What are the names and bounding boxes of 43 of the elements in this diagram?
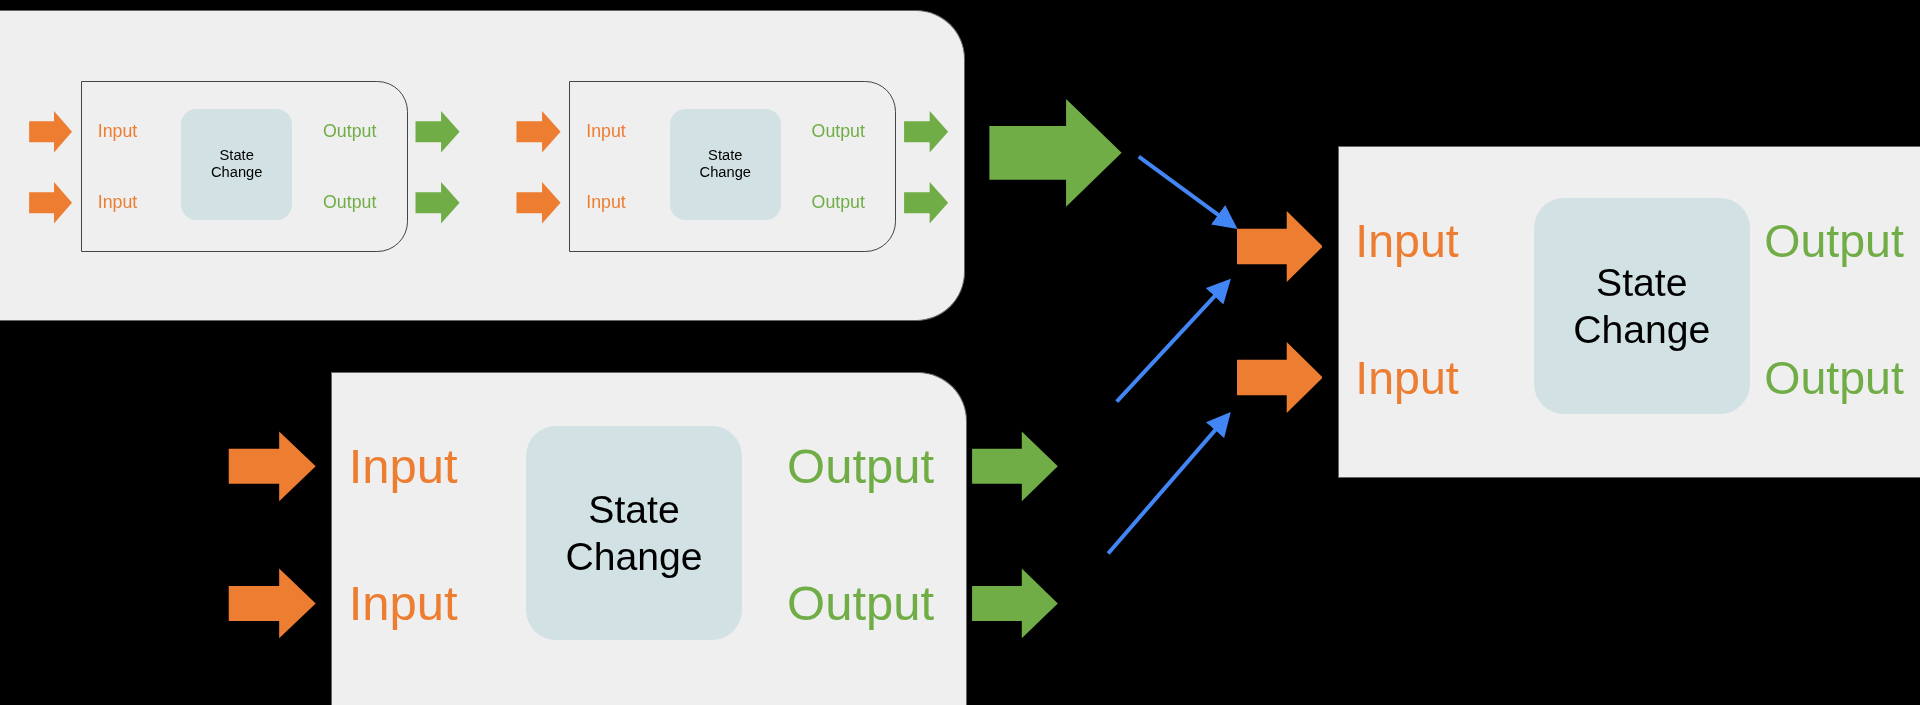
output-label: Output [787, 434, 935, 499]
output-label: Output [323, 188, 377, 218]
panel [330, 372, 968, 705]
output-label: Output [323, 117, 377, 147]
block-arrow [228, 568, 316, 639]
input-label: Input [586, 188, 626, 218]
block-arrow [516, 110, 561, 153]
process-box [569, 80, 897, 252]
block-arrow [228, 431, 316, 502]
block-arrow [516, 181, 561, 224]
input-label: Input [97, 117, 138, 147]
block-arrow [972, 431, 1058, 502]
output-label: Output [1764, 346, 1904, 410]
block-arrow [989, 98, 1122, 207]
block-arrow [29, 181, 72, 224]
input-label: Input [586, 117, 626, 147]
arrow [1137, 155, 1238, 229]
block-arrow [1236, 341, 1323, 413]
output-label: Output [787, 571, 935, 636]
block-arrow [29, 110, 72, 153]
process-box [80, 80, 408, 252]
input-label: Input [348, 571, 458, 636]
output-label: Output [811, 188, 865, 218]
state-change-box: State Change [669, 108, 781, 220]
input-label: Input [97, 188, 138, 218]
arrow [1115, 278, 1231, 403]
output-label: Output [811, 117, 865, 147]
block-arrow [904, 110, 949, 153]
output-label: Output [1764, 209, 1904, 273]
arrow [1106, 412, 1231, 555]
state-change-box: State Change [1534, 198, 1750, 414]
panel [0, 9, 965, 321]
block-arrow [415, 110, 460, 153]
block-arrow [1236, 210, 1323, 282]
input-label: Input [1355, 209, 1459, 273]
state-change-box: State Change [181, 108, 293, 220]
block-arrow [904, 181, 949, 224]
state-change-box: State Change [526, 425, 742, 641]
panel [1338, 145, 1920, 478]
block-arrow [415, 181, 460, 224]
input-label: Input [1355, 346, 1459, 410]
block-arrow [972, 568, 1058, 639]
input-label: Input [348, 434, 458, 499]
